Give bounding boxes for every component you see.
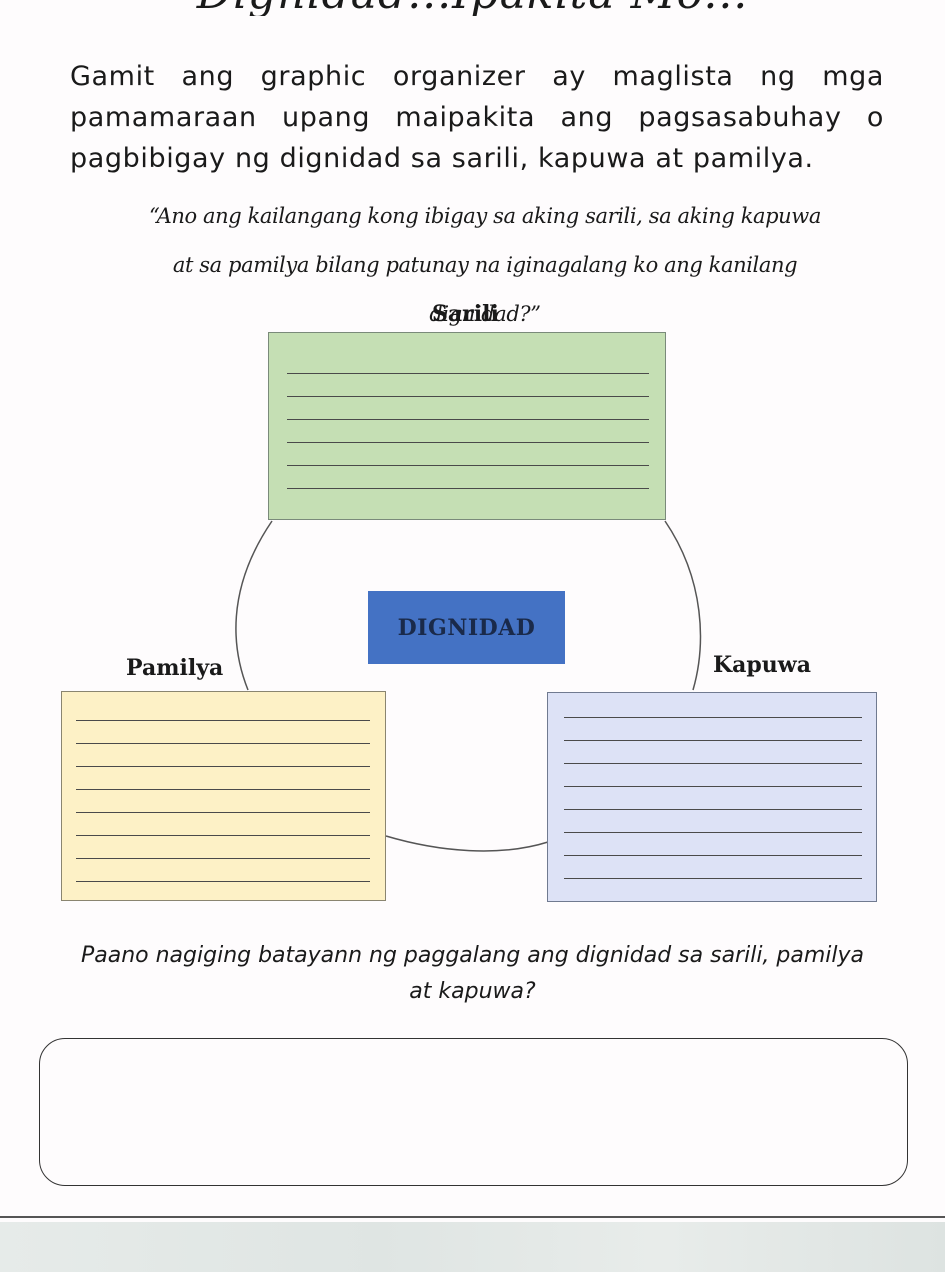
kapuwa-line — [564, 809, 862, 810]
pamilya-line — [76, 789, 370, 790]
worksheet-title: Dignidad...Ipakita Mo... — [0, 0, 945, 16]
pamilya-label: Pamilya — [126, 655, 224, 681]
pamilya-line — [76, 720, 370, 721]
pamilya-line — [76, 812, 370, 813]
sarili-box[interactable] — [268, 332, 666, 520]
kapuwa-label: Kapuwa — [713, 652, 811, 678]
sarili-line — [287, 488, 649, 489]
pamilya-line — [76, 766, 370, 767]
sarili-label: Sarili — [432, 301, 499, 327]
reflection-answer-box[interactable] — [39, 1038, 908, 1186]
sarili-line — [287, 396, 649, 397]
kapuwa-line — [564, 855, 862, 856]
dignidad-center-box: DIGNIDAD — [368, 591, 565, 664]
bottom-divider — [0, 1216, 945, 1218]
kapuwa-line — [564, 786, 862, 787]
organizer-circle — [235, 520, 702, 852]
pamilya-line — [76, 881, 370, 882]
pamilya-line — [76, 858, 370, 859]
sarili-line — [287, 465, 649, 466]
kapuwa-line — [564, 878, 862, 879]
bottom-strip — [0, 1222, 945, 1272]
kapuwa-line — [564, 832, 862, 833]
sarili-line — [287, 373, 649, 374]
kapuwa-line — [564, 763, 862, 764]
sarili-line — [287, 442, 649, 443]
pamilya-line — [76, 743, 370, 744]
sarili-line — [287, 419, 649, 420]
instructions-text: Gamit ang graphic organizer ay maglista … — [70, 61, 884, 174]
kapuwa-box[interactable] — [547, 692, 877, 902]
kapuwa-line — [564, 717, 862, 718]
pamilya-box[interactable] — [61, 691, 386, 901]
pamilya-line — [76, 835, 370, 836]
guide-question: “Ano ang kailangang kong ibigay sa aking… — [148, 204, 821, 326]
kapuwa-line — [564, 740, 862, 741]
reflection-question: Paano nagiging batayann ng paggalang ang… — [80, 943, 865, 1004]
